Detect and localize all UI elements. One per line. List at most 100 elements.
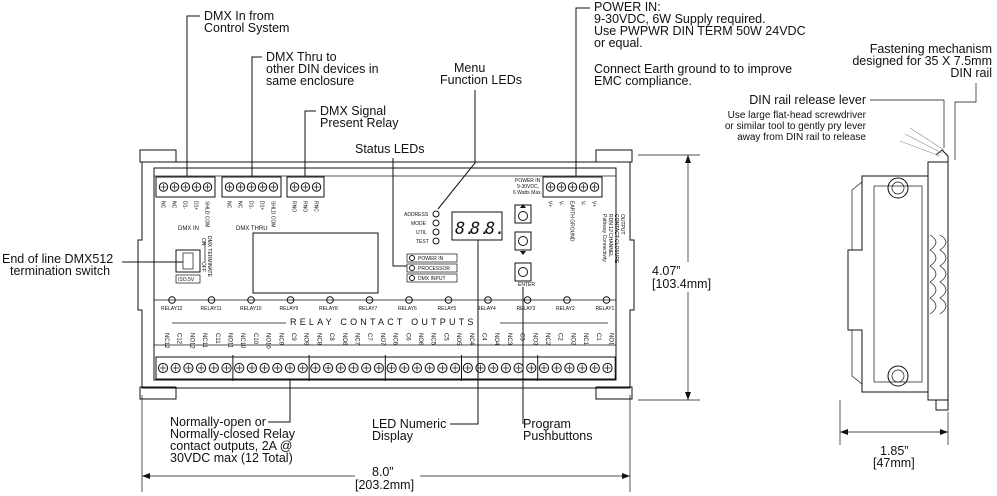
svg-text:End of line DMX512: End of line DMX512 [2,252,113,266]
terminal-label: C2 [557,333,563,341]
svg-text:Menu: Menu [454,61,485,75]
terminal-label: NC9 [277,333,283,346]
terminal-label: NO7 [379,333,385,346]
led-numeric-display: 8. 8. 8. [451,211,505,241]
relay-led [365,296,374,304]
relay-led [563,296,571,304]
terminal-label: V+ [547,201,553,207]
terminal-label: NC8 [315,333,321,346]
relay-led [484,296,492,304]
enter-label: ENTER [518,282,535,288]
terminal-label: NC5 [430,333,436,346]
terminal-label: NC6 [392,333,398,346]
callout-pushbuttons: Program Pushbuttons [522,287,593,443]
svg-text:Normally-open or: Normally-open or [170,415,266,429]
relay-led [523,296,532,304]
relay-led-label: RELAY7 [359,306,378,312]
width-dimension: 8.0” [203.2mm] [141,395,631,492]
terminal-label: RNO [302,201,308,212]
svg-text:OUTPUT: OUTPUT [619,214,625,235]
relay-led [602,296,611,304]
menu-led-test: TEST [416,239,429,245]
dmx-terminate-switch: ISO.5V DMX TERMINATE ON OFF [175,236,212,284]
svg-text:Normally-closed Relay: Normally-closed Relay [170,427,296,441]
terminal-label: C10 [252,333,258,345]
relay-led-label: RELAY9 [280,306,299,312]
terminal-label: RNO [291,201,297,212]
up-arrow-icon [520,204,526,208]
callout-dmx-thru: DMX Thru to other DIN devices in same en… [251,50,379,176]
terminal-label: D1- [248,201,254,209]
relay-led [326,296,334,304]
svg-text:designed for 35 X 7.5mm: designed for 35 X 7.5mm [852,54,992,68]
svg-text:Pathway Connectivity: Pathway Connectivity [601,214,607,262]
status-led-dmx: DMX INPUT [418,276,446,282]
relay-led [247,296,255,304]
callout-eol-switch: End of line DMX512 termination switch [2,252,183,278]
terminate-on-label: ON [200,238,206,246]
terminal-label: NO3 [531,333,537,346]
relay-led [168,296,176,304]
menu-led-util: UTIL [416,230,427,236]
terminate-off-label: OFF [200,262,206,272]
callout-dmx-in: DMX In from Control System [186,9,289,176]
terminal-label: D1+ [193,201,199,210]
svg-text:Present Relay: Present Relay [320,116,399,130]
svg-text:or similar tool to gently pry: or similar tool to gently pry lever [725,121,867,132]
terminal-label: C8 [328,333,334,341]
power-note-2: 9-30VDC, [517,184,539,190]
power-note-1: POWER IN [515,178,541,184]
terminal-label: V- [558,201,564,206]
enter-button[interactable] [514,262,532,282]
relay-led [405,296,413,304]
menu-led-mode: MODE [411,221,427,227]
terminal-label: NO11 [227,333,233,349]
label-window [252,232,379,294]
svg-text:30VDC max (12 Total): 30VDC max (12 Total) [170,451,293,465]
terminal-label: NO8 [341,333,347,346]
bottom-right-clip [595,386,633,400]
svg-text:POWER IN:: POWER IN: [594,0,661,14]
down-button[interactable] [514,231,532,251]
svg-text:Program: Program [523,417,571,431]
svg-text:Use PWPWR DIN TERM 50W 24VDC: Use PWPWR DIN TERM 50W 24VDC [594,24,806,38]
terminal-label: NC3 [506,333,512,346]
terminal-label: D1+ [259,201,265,210]
svg-text:away from DIN rail to release: away from DIN rail to release [737,132,866,143]
terminal-label: NO2 [569,333,575,346]
terminal-label: V- [580,201,586,206]
height-dimension: 4.07” [103.4mm] [638,154,711,401]
power-note-3: 6 Watts Max. [513,190,542,196]
svg-text:DMX In from: DMX In from [204,9,274,23]
terminal-label: NO9 [303,333,309,346]
terminal-label: C9 [290,333,296,341]
svg-text:RDN 12 CHANNEL: RDN 12 CHANNEL [607,214,613,257]
display-digit-3: 8. [485,219,505,239]
program-pushbuttons: ENTER [514,204,535,288]
relay-led-label: RELAY10 [240,306,262,312]
svg-text:Display: Display [372,429,414,443]
terminal-label: V+ [591,201,597,207]
callout-dmx-signal: DMX Signal Present Relay [304,104,399,176]
terminal-label: D1- [182,201,188,209]
dmx-thru-group-label: DMX THRU [236,226,268,232]
terminal-label: NC [160,201,166,209]
svg-text:4.07”: 4.07” [652,264,681,278]
status-led-processor: PROCESSOR [418,266,450,272]
dmx-in-group-label: DMX IN [178,226,199,232]
product-side-text: Pathway Connectivity RDN 12 CHANNEL CONT… [601,214,625,264]
relay-led-label: RELAY11 [201,306,222,312]
svg-text:8.0”: 8.0” [372,465,394,479]
callout-power-in: POWER IN: 9-30VDC, 6W Supply required. U… [575,0,806,176]
svg-text:Control System: Control System [204,21,289,35]
relay-led [207,296,216,304]
svg-text:[203.2mm]: [203.2mm] [355,478,414,492]
device-body [137,149,635,400]
menu-function-leds: ADDRESS MODE UTIL TEST [404,210,440,245]
svg-text:or equal.: or equal. [594,36,643,50]
terminal-label: C6 [404,333,410,341]
